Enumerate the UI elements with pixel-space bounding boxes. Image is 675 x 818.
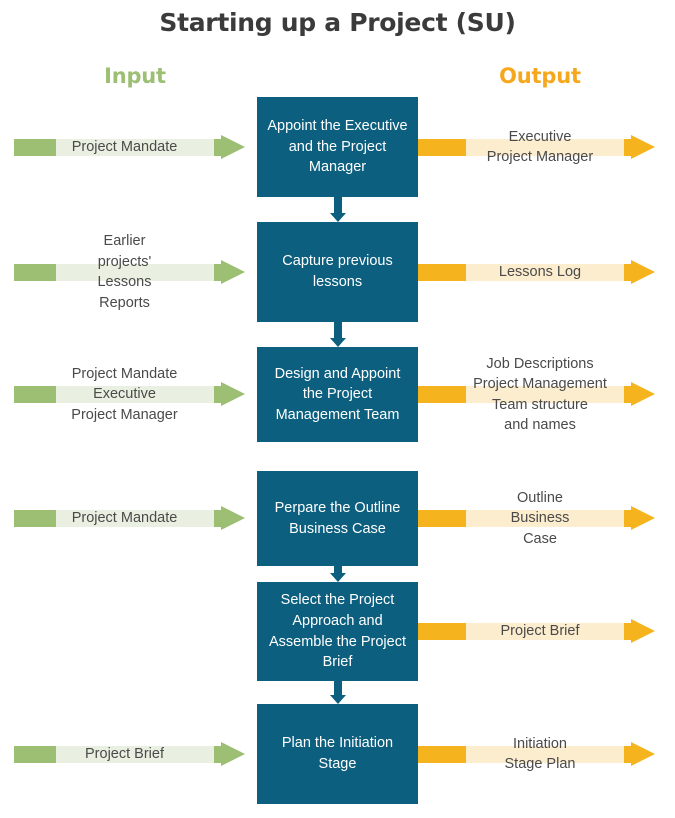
input-arrow-5 (14, 741, 258, 766)
input-arrowhead-icon (221, 506, 245, 530)
process-box-2[interactable]: Design and Appoint the Project Managemen… (257, 347, 418, 442)
input-arrow-stub (14, 263, 56, 281)
connector-arrowhead-icon (330, 573, 346, 582)
input-arrow-stub (14, 745, 56, 763)
process-box-4[interactable]: Select the Project Approach and Assemble… (257, 582, 418, 681)
output-arrowhead-icon (631, 134, 655, 159)
input-arrow-3 (14, 506, 258, 530)
connector-arrow-4 (330, 681, 346, 704)
input-arrow-1 (14, 259, 258, 284)
output-label-1: Lessons Log (498, 263, 582, 280)
connector-arrow-3 (330, 566, 346, 582)
input-label-5: Project Brief (85, 745, 164, 762)
connector-arrowhead-icon (330, 695, 346, 704)
input-arrow-stub (14, 510, 56, 527)
output-arrow-shaft (624, 510, 634, 527)
output-arrow-band (466, 263, 631, 281)
column-header-output: Output (499, 64, 581, 88)
input-arrow-shaft (214, 386, 224, 403)
input-arrowhead-icon (221, 134, 245, 159)
output-arrow-2 (418, 382, 663, 406)
output-arrow-shaft (624, 138, 634, 156)
input-arrow-shaft (214, 510, 224, 527)
output-arrow-stub (418, 623, 466, 640)
input-arrow-shaft (214, 745, 224, 763)
output-arrow-band (466, 386, 631, 403)
output-arrow-shaft (624, 623, 634, 640)
input-arrow-band (56, 510, 221, 527)
output-arrowhead-icon (631, 506, 655, 530)
process-box-0[interactable]: Appoint the Executive and the Project Ma… (257, 97, 418, 197)
process-box-label: Perpare the Outline Business Case (274, 499, 401, 537)
output-arrow-stub (418, 138, 466, 156)
connector-shaft (334, 566, 342, 573)
output-arrow-0 (418, 134, 663, 159)
output-label-4: Project Brief (500, 623, 580, 640)
output-arrow-1 (418, 259, 663, 284)
input-arrow-stub (14, 138, 56, 156)
input-arrow-band (56, 138, 221, 156)
output-arrowhead-icon (631, 259, 655, 284)
process-box-label: Capture previous lessons (282, 253, 393, 290)
input-arrow-stub (14, 386, 56, 403)
connector-arrowhead-icon (330, 338, 346, 347)
input-arrow-shaft (214, 263, 224, 281)
output-arrow-stub (418, 386, 466, 403)
connector-shaft (334, 322, 342, 338)
input-arrow-band (56, 386, 221, 403)
input-arrow-shaft (214, 138, 224, 156)
input-arrow-2 (14, 382, 258, 406)
output-arrow-3 (418, 506, 663, 530)
process-box-label: Appoint the Executive and the Project Ma… (267, 118, 408, 176)
output-arrow-5 (418, 741, 663, 766)
input-arrow-0 (14, 134, 258, 159)
input-arrow-band (56, 263, 221, 281)
output-arrow-stub (418, 510, 466, 527)
connector-shaft (334, 681, 342, 695)
output-arrowhead-icon (631, 619, 655, 643)
output-arrow-band (466, 510, 631, 527)
output-arrow-stub (418, 263, 466, 281)
connector-arrow-0 (330, 197, 346, 222)
process-box-1[interactable]: Capture previous lessons (257, 222, 418, 322)
output-arrow-shaft (624, 386, 634, 403)
input-label-0: Project Mandate (71, 138, 178, 155)
process-box-3[interactable]: Perpare the Outline Business Case (257, 471, 418, 566)
process-box-label: Plan the Initiation Stage (281, 735, 394, 772)
output-arrow-4 (418, 619, 663, 643)
input-arrowhead-icon (221, 259, 245, 284)
process-box-label: Design and Appoint the Project Managemen… (274, 365, 401, 423)
connector-shaft (334, 197, 342, 213)
process-box-5[interactable]: Plan the Initiation Stage (257, 704, 418, 804)
process-box-label: Select the Project Approach and Assemble… (268, 592, 406, 671)
output-arrow-band (466, 623, 631, 640)
input-arrow-band (56, 745, 221, 763)
input-arrowhead-icon (221, 382, 245, 406)
input-label-3: Project Mandate (71, 510, 178, 527)
input-arrowhead-icon (221, 741, 245, 766)
connector-arrowhead-icon (330, 213, 346, 222)
connector-arrow-1 (330, 322, 346, 347)
output-arrow-band (466, 745, 631, 763)
column-header-input: Input (104, 64, 166, 88)
page-title: Starting up a Project (SU) (159, 8, 516, 37)
output-arrow-stub (418, 745, 466, 763)
output-arrowhead-icon (631, 382, 655, 406)
output-arrow-band (466, 138, 631, 156)
output-arrow-shaft (624, 745, 634, 763)
output-arrowhead-icon (631, 741, 655, 766)
output-arrow-shaft (624, 263, 634, 281)
